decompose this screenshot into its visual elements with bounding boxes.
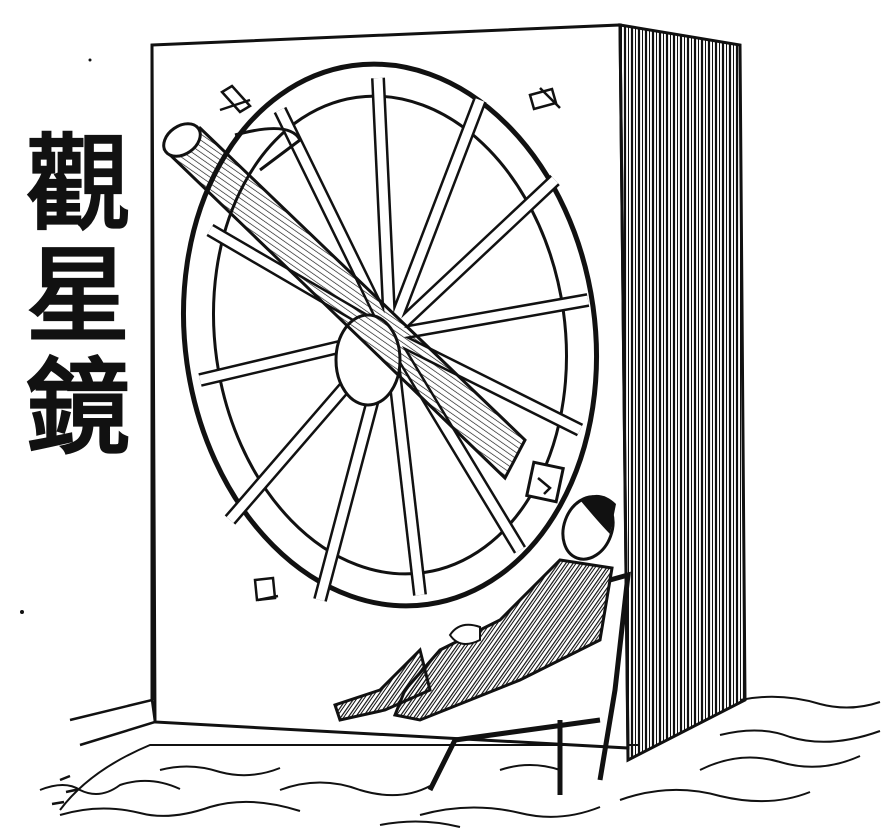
observer-figure [333, 494, 631, 795]
telescope-tube [162, 122, 565, 504]
margin-specks [20, 58, 92, 614]
chair [427, 571, 631, 795]
mount-bolts [219, 84, 561, 602]
caption-char-2: 星 [25, 234, 130, 357]
caption-char-1: 觀 [25, 122, 130, 245]
ground [39, 695, 881, 828]
caption-char-3: 鏡 [25, 346, 130, 469]
observer-legs [333, 647, 432, 722]
vertical-caption: 觀 星 鏡 [18, 128, 138, 464]
pier-side-hatched [618, 23, 747, 763]
